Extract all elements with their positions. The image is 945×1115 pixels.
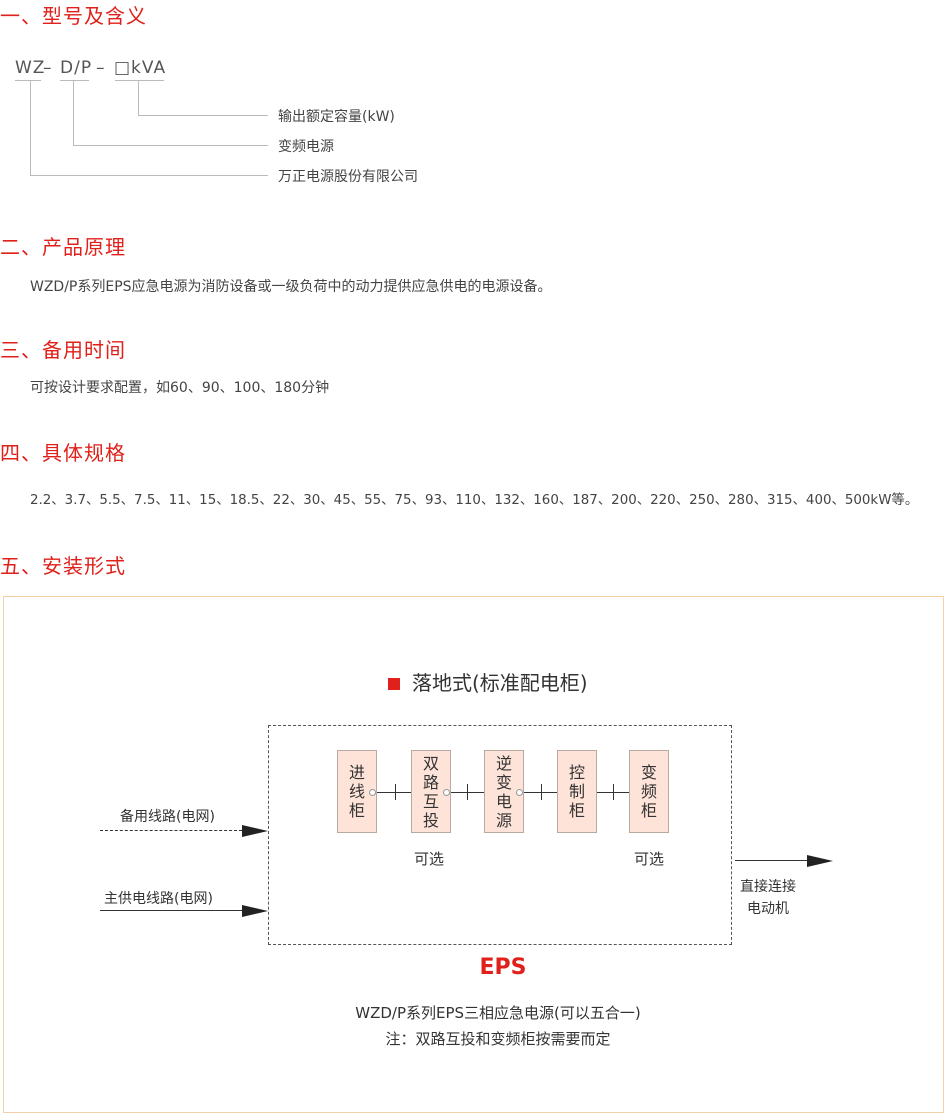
eps-dashed-boundary [268, 725, 732, 945]
diagram-title: 落地式(标准配电柜) [388, 667, 588, 696]
cabinet-control: 控制柜 [557, 750, 597, 833]
section-heading-specs: 四、具体规格 [0, 441, 126, 465]
install-diagram-frame [3, 596, 944, 1113]
diagram-title-text: 落地式(标准配电柜) [412, 671, 588, 695]
optional-label-vfd: 可选 [634, 850, 665, 868]
backup-time-text: 可按设计要求配置，如60、90、100、180分钟 [30, 380, 330, 396]
diagram-caption: WZD/P系列EPS三相应急电源(可以五合一) [355, 1004, 641, 1022]
input-backup-label: 备用线路(电网) [120, 809, 215, 825]
optional-label-dual: 可选 [414, 850, 445, 868]
code-dash: – [96, 58, 105, 78]
model-label-capacity: 输出额定容量(kW) [278, 109, 395, 125]
code-dp: D/P [60, 58, 93, 78]
input-main-label: 主供电线路(电网) [104, 891, 213, 907]
arrow-right-icon [242, 905, 268, 917]
code-dash: – [43, 58, 52, 78]
code-kva: □kVA [114, 58, 167, 78]
specs-text: 2.2、3.7、5.5、7.5、11、15、18.5、22、30、45、55、7… [30, 493, 919, 508]
code-wz: WZ [15, 58, 46, 78]
model-label-company: 万正电源股份有限公司 [278, 169, 418, 185]
output-label-line2: 电动机 [747, 901, 789, 917]
principle-text: WZD/P系列EPS应急电源为消防设备或一级负荷中的动力提供应急供电的电源设备。 [30, 279, 552, 295]
section-heading-backup: 三、备用时间 [0, 338, 126, 362]
cabinet-vfd: 变频柜 [629, 750, 669, 833]
eps-label: EPS [479, 955, 527, 980]
cabinet-incoming: 进线柜 [337, 750, 377, 833]
model-label-vfd: 变频电源 [278, 139, 334, 155]
arrow-right-icon [242, 825, 268, 837]
section-heading-install: 五、安装形式 [0, 554, 126, 578]
section-heading-model: 一、型号及含义 [0, 4, 147, 28]
section-heading-principle: 二、产品原理 [0, 235, 126, 259]
red-square-icon [388, 678, 400, 690]
diagram-note: 注：双路互投和变频柜按需要而定 [385, 1030, 611, 1048]
arrow-right-icon [807, 855, 833, 867]
output-label-line1: 直接连接 [740, 879, 796, 895]
